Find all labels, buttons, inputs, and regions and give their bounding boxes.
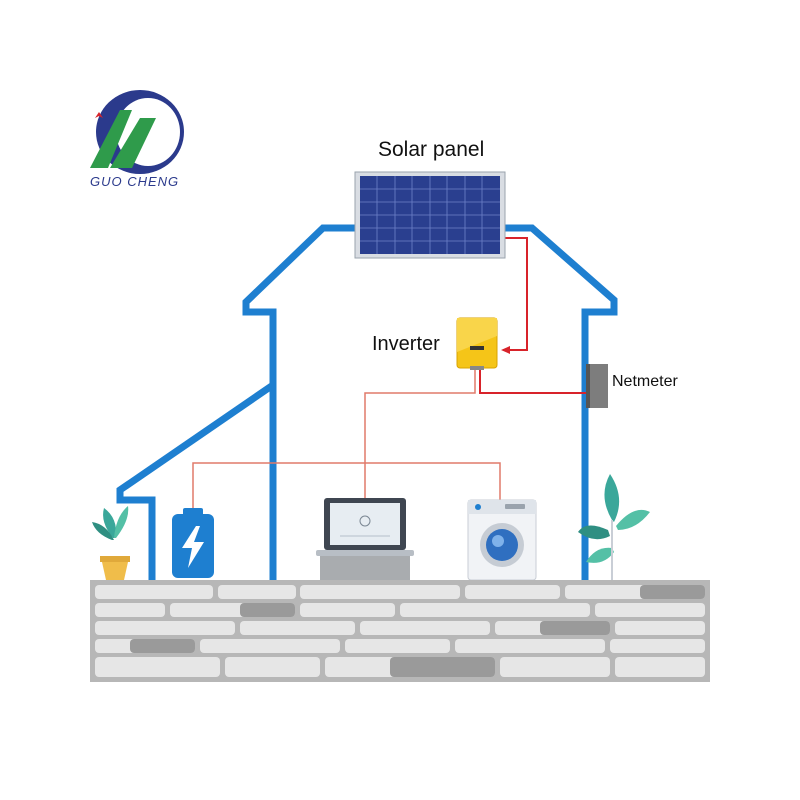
solar-panel-icon <box>354 171 506 259</box>
logo-icon <box>90 90 184 174</box>
house-outline <box>116 224 618 580</box>
washing-machine-icon <box>467 499 537 581</box>
ac-wire <box>192 368 501 515</box>
plant-icon <box>578 474 650 580</box>
plant-pot-icon <box>92 506 130 580</box>
netmeter-icon <box>586 364 608 408</box>
inverter-icon <box>456 317 498 370</box>
netmeter-label: Netmeter <box>612 373 678 390</box>
logo-text: GUO CHENG <box>90 174 180 189</box>
inverter-label: Inverter <box>372 333 440 355</box>
laptop-icon <box>316 498 414 580</box>
stone-wall <box>90 580 710 682</box>
battery-icon <box>172 508 214 578</box>
dc-wire <box>479 237 590 394</box>
solar-panel-label: Solar panel <box>378 138 485 161</box>
